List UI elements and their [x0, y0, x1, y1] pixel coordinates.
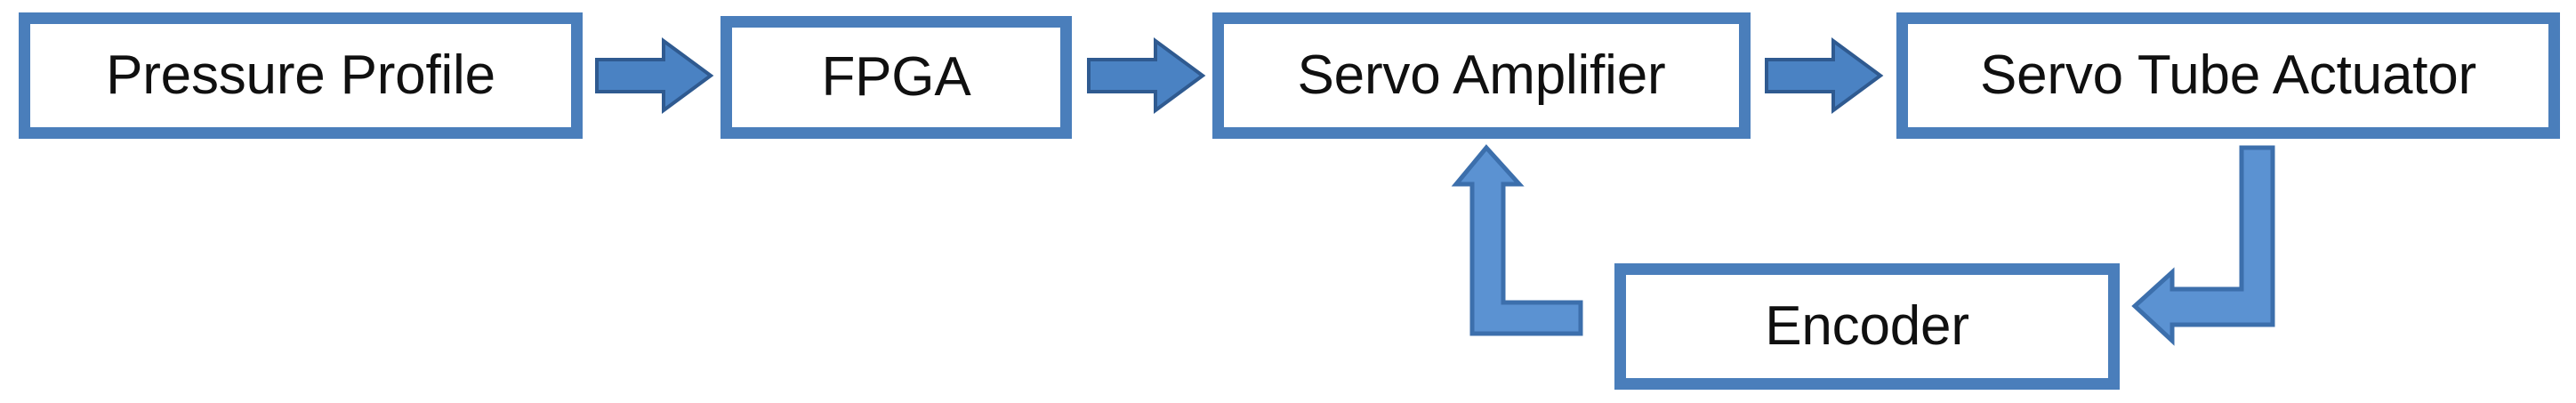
arrow-right-icon-pressure-profile-to-fpga	[595, 37, 714, 114]
node-servo-amplifier[interactable]: Servo Amplifier	[1212, 12, 1751, 139]
elbow-arrow-up-icon-encoder-to-servo-amplifier	[1451, 144, 1583, 336]
node-servo-tube-actuator[interactable]: Servo Tube Actuator	[1896, 12, 2560, 139]
node-label-pressure-profile: Pressure Profile	[106, 44, 495, 106]
node-inner-fill: Servo Amplifier	[1224, 24, 1739, 127]
node-label-servo-tube-actuator: Servo Tube Actuator	[1980, 44, 2476, 106]
node-label-encoder: Encoder	[1765, 295, 1969, 357]
node-fpga[interactable]: FPGA	[720, 16, 1072, 139]
node-inner-fill: FPGA	[732, 28, 1060, 127]
node-inner-fill: Pressure Profile	[30, 24, 571, 127]
node-inner-fill: Servo Tube Actuator	[1908, 24, 2548, 127]
node-inner-fill: Encoder	[1626, 275, 2108, 378]
elbow-arrow-left-icon-servo-tube-actuator-to-encoder	[2131, 145, 2275, 346]
arrow-right-icon-servo-amplifier-to-servo-tube-actuator	[1765, 37, 1884, 114]
node-label-servo-amplifier: Servo Amplifier	[1297, 44, 1666, 106]
node-encoder[interactable]: Encoder	[1614, 263, 2120, 390]
arrow-right-icon-fpga-to-servo-amplifier	[1087, 37, 1206, 114]
node-label-fpga: FPGA	[821, 46, 971, 108]
node-pressure-profile[interactable]: Pressure Profile	[19, 12, 583, 139]
